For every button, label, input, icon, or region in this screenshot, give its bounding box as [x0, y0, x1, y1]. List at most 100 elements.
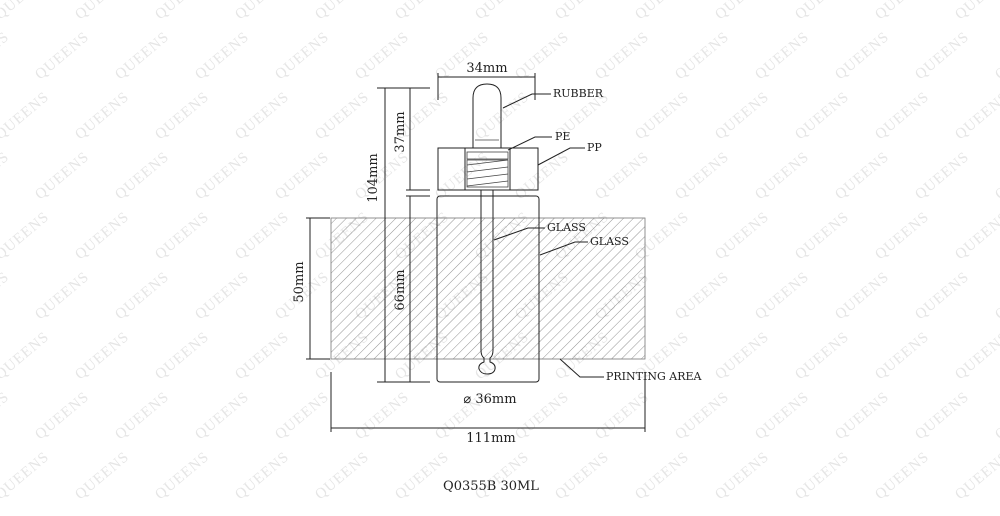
watermark-text: QUEENS: [712, 89, 772, 143]
watermark-text: QUEENS: [472, 449, 532, 503]
watermark-text: QUEENS: [792, 0, 852, 23]
watermark-text: QUEENS: [0, 329, 52, 383]
watermark-text: QUEENS: [592, 389, 652, 443]
watermark-text: QUEENS: [32, 149, 92, 203]
watermark-text: QUEENS: [992, 29, 1000, 83]
watermark-text: QUEENS: [952, 449, 1000, 503]
watermark-text: QUEENS: [72, 89, 132, 143]
watermark-text: QUEENS: [272, 149, 332, 203]
watermark-text: QUEENS: [752, 29, 812, 83]
watermark-text: QUEENS: [192, 269, 252, 323]
watermark-text: QUEENS: [152, 209, 212, 263]
watermark-text: QUEENS: [232, 209, 292, 263]
watermark-text: QUEENS: [72, 0, 132, 23]
watermark-text: QUEENS: [832, 29, 892, 83]
watermark-text: QUEENS: [72, 329, 132, 383]
watermark-text: QUEENS: [712, 0, 772, 23]
watermark-text: QUEENS: [712, 329, 772, 383]
watermark-text: QUEENS: [952, 0, 1000, 23]
watermark-text: QUEENS: [152, 0, 212, 23]
watermark-text: QUEENS: [312, 0, 372, 23]
watermark-text: QUEENS: [992, 149, 1000, 203]
watermark-text: QUEENS: [952, 329, 1000, 383]
watermark-text: QUEENS: [192, 29, 252, 83]
watermark-text: QUEENS: [232, 89, 292, 143]
watermark-text: QUEENS: [632, 449, 692, 503]
watermark-text: QUEENS: [912, 389, 972, 443]
watermark-text: QUEENS: [432, 149, 492, 203]
watermark-text: QUEENS: [912, 269, 972, 323]
watermark-text: QUEENS: [392, 0, 452, 23]
glass-pipette-label: GLASS: [547, 221, 586, 234]
watermark-text: QUEENS: [672, 269, 732, 323]
watermark-text: QUEENS: [312, 89, 372, 143]
watermark-text: QUEENS: [552, 0, 612, 23]
watermark-text: QUEENS: [192, 389, 252, 443]
watermark-text: QUEENS: [632, 89, 692, 143]
printing-area-label: PRINTING AREA: [606, 370, 703, 383]
watermark-text: QUEENS: [792, 329, 852, 383]
watermark-text: QUEENS: [792, 209, 852, 263]
watermark-text: QUEENS: [952, 209, 1000, 263]
bottle-body: [436, 195, 540, 383]
watermark-text: QUEENS: [152, 89, 212, 143]
body-height-label: 66mm: [393, 269, 408, 310]
watermark-text: QUEENS: [912, 29, 972, 83]
pe-label: PE: [555, 130, 570, 143]
watermark-text: QUEENS: [792, 449, 852, 503]
watermark-text: QUEENS: [632, 0, 692, 23]
watermark-text: QUEENS: [0, 149, 12, 203]
watermark-text: QUEENS: [272, 29, 332, 83]
glass-pipette: [478, 190, 496, 375]
glass-bottle-label: GLASS: [590, 235, 629, 248]
watermark-text: QUEENS: [0, 269, 12, 323]
watermark-text: QUEENS: [872, 89, 932, 143]
diameter-label: ⌀ 36mm: [463, 392, 516, 407]
watermark-text: QUEENS: [672, 389, 732, 443]
watermark-text: QUEENS: [552, 449, 612, 503]
watermark-text: QUEENS: [512, 149, 572, 203]
watermark-text: QUEENS: [872, 329, 932, 383]
print-height-label: 50mm: [292, 261, 307, 302]
watermark-text: QUEENS: [752, 149, 812, 203]
cap-width-dimension: [437, 73, 536, 100]
watermark-text: QUEENS: [0, 0, 52, 23]
watermark-text: QUEENS: [152, 449, 212, 503]
watermark-text: QUEENS: [312, 449, 372, 503]
watermark-text: QUEENS: [672, 29, 732, 83]
watermark-text: QUEENS: [272, 389, 332, 443]
watermark-text: QUEENS: [872, 449, 932, 503]
leader-lines: [493, 93, 604, 378]
watermark-text: QUEENS: [952, 89, 1000, 143]
watermark-text: QUEENS: [472, 89, 532, 143]
watermark-text: QUEENS: [0, 389, 12, 443]
watermark-text: QUEENS: [512, 29, 572, 83]
watermark-text: QUEENS: [672, 149, 732, 203]
watermark-text: QUEENS: [72, 449, 132, 503]
watermark-text: QUEENS: [32, 269, 92, 323]
watermark-text: QUEENS: [72, 209, 132, 263]
watermark-text: QUEENS: [832, 269, 892, 323]
watermark-text: QUEENS: [592, 29, 652, 83]
pp-label: PP: [587, 141, 602, 154]
cap-width-label: 34mm: [466, 61, 507, 76]
watermark-text: QUEENS: [0, 29, 12, 83]
watermark-text: QUEENS: [32, 29, 92, 83]
watermark-text: QUEENS: [112, 29, 172, 83]
print-width-label: 111mm: [466, 431, 515, 446]
watermark-text: QUEENS: [192, 149, 252, 203]
watermark-text: QUEENS: [512, 389, 572, 443]
watermark-text: QUEENS: [112, 149, 172, 203]
rubber-label: RUBBER: [553, 87, 604, 100]
watermark-text: QUEENS: [232, 329, 292, 383]
watermark-text: QUEENS: [232, 0, 292, 23]
watermark-text: QUEENS: [832, 389, 892, 443]
watermark-text: QUEENS: [712, 449, 772, 503]
watermark-text: QUEENS: [0, 89, 52, 143]
watermark-text: QUEENS: [992, 389, 1000, 443]
watermark-text: QUEENS: [152, 329, 212, 383]
watermark-text: QUEENS: [392, 449, 452, 503]
watermark-text: QUEENS: [352, 29, 412, 83]
watermark-text: QUEENS: [0, 449, 52, 503]
